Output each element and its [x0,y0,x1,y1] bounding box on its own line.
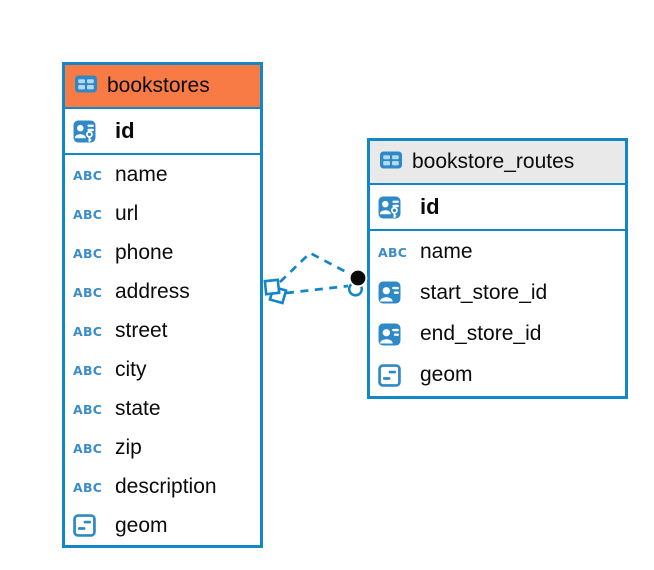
column-name: url [115,201,139,225]
text-icon: ABC [71,203,109,225]
column-name: state [115,396,161,420]
geometry-icon [376,364,414,387]
relationship-end-markers [347,268,368,297]
column-row-start_store_id[interactable]: start_store_id [370,272,625,313]
column-row-url[interactable]: ABC url [65,194,260,233]
column-name: id [115,118,135,143]
column-row-zip[interactable]: ABC zip [65,428,260,467]
column-row-state[interactable]: ABC state [65,389,260,428]
column-row-id[interactable]: id [65,109,260,155]
column-row-phone[interactable]: ABC phone [65,233,260,272]
svg-text:ABC: ABC [73,285,102,300]
dot-endpoint-marker [350,270,366,286]
relationship-source-markers [263,278,288,305]
column-row-city[interactable]: ABC city [65,350,260,389]
svg-text:ABC: ABC [73,441,102,456]
column-name: city [115,357,147,381]
column-name: street [115,318,168,342]
column-row-id[interactable]: id [370,185,625,231]
endpoint-halo [348,268,368,288]
svg-text:ABC: ABC [378,245,407,260]
diamond-marker [263,278,281,296]
text-icon: ABC [71,359,109,381]
svg-text:ABC: ABC [73,402,102,417]
column-name: start_store_id [420,280,548,304]
column-name: name [115,162,168,186]
svg-text:ABC: ABC [73,207,102,222]
text-icon: ABC [71,320,109,342]
column-row-name[interactable]: ABC name [370,231,625,272]
column-name: address [115,279,190,303]
column-row-end_store_id[interactable]: end_store_id [370,314,625,355]
svg-text:ABC: ABC [73,324,102,339]
geometry-icon [71,514,109,537]
column-row-description[interactable]: ABC description [65,467,260,506]
svg-text:ABC: ABC [73,480,102,495]
text-icon: ABC [71,164,109,186]
column-row-geom[interactable]: geom [370,355,625,396]
table-bookstore-routes-header[interactable]: bookstore_routes [370,141,625,185]
person-reference-icon [376,281,414,304]
column-row-name[interactable]: ABC name [65,155,260,194]
column-name: description [115,474,217,498]
svg-text:ABC: ABC [73,246,102,261]
text-icon: ABC [71,281,109,303]
column-name: id [420,194,440,219]
text-icon: ABC [71,476,109,498]
table-icon [379,149,403,176]
table-bookstores-header[interactable]: bookstores [65,65,260,109]
relationship-line-upper[interactable] [279,251,353,283]
svg-text:ABC: ABC [73,363,102,378]
column-name: name [420,239,473,263]
column-name: zip [115,435,142,459]
column-name: end_store_id [420,322,542,346]
column-name: geom [420,363,473,387]
text-icon: ABC [71,242,109,264]
table-title: bookstores [107,74,210,97]
person-reference-icon [376,323,414,346]
text-icon: ABC [71,398,109,420]
column-row-geom[interactable]: geom [65,506,260,545]
diamond-marker [268,285,288,305]
column-name: phone [115,240,174,264]
column-name: geom [115,513,168,537]
primary-key-icon [71,120,109,143]
table-title: bookstore_routes [412,150,575,173]
primary-key-icon [376,196,414,219]
relationship-line-lower[interactable] [285,284,349,295]
text-icon: ABC [71,437,109,459]
table-icon [74,73,98,100]
column-row-street[interactable]: ABC street [65,311,260,350]
text-icon: ABC [376,241,414,263]
svg-text:ABC: ABC [73,168,102,183]
ring-endpoint-marker [347,281,364,297]
column-row-address[interactable]: ABC address [65,272,260,311]
